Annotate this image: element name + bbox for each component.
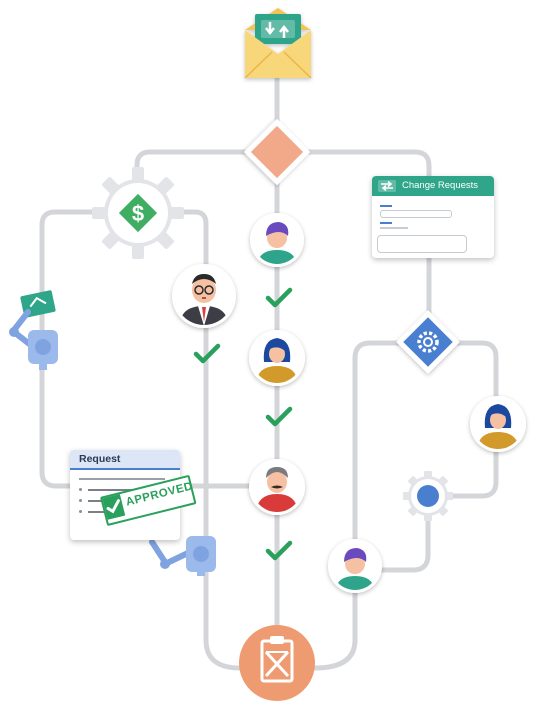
avatar-icon [250,213,304,267]
checkmark-icon [102,494,126,520]
clipboard-end-icon [239,625,315,701]
avatar-icon [328,539,382,593]
checkmark-icon [265,540,293,561]
avatar-icon [249,459,305,515]
robot-arm-icon [149,536,216,576]
avatar-icon [470,396,526,452]
form-label-line [380,205,392,207]
change-requests-title: Change Requests [402,180,479,191]
checkmark-icon [193,343,221,364]
decision-diamond-icon [243,118,311,186]
bullet-dot [79,499,82,502]
approved-stamp: APPROVED [100,474,197,527]
dollar-gear-icon: $ [92,167,184,259]
bullet-dot [79,510,82,513]
form-textarea [377,235,467,253]
bullet-dot [79,488,82,491]
gear-icon [403,471,453,521]
connector-far-left [39,209,253,489]
change-requests-header: Change Requests [372,176,494,196]
connector-right-branch [303,149,432,323]
avatar-icon [249,330,305,386]
connector-settings-left [312,340,403,671]
change-requests-card: Change Requests [372,176,494,258]
exchange-icon [378,180,396,192]
checkmark-icon [265,406,293,427]
form-text-line [380,227,408,229]
robot-arm-icon [9,290,58,370]
connector-gear-down [352,493,431,573]
connector-dollar-right [135,209,243,671]
form-label-line [380,222,392,224]
settings-diamond-icon [396,310,460,374]
request-line [79,478,165,480]
envelope-icon [244,8,312,79]
checkmark-icon [265,287,293,308]
avatar-icon [172,264,236,328]
svg-text:$: $ [132,201,144,226]
connector-left-branch [134,149,251,188]
request-header: Request [70,450,180,470]
form-field [380,210,452,218]
request-line [88,489,152,491]
